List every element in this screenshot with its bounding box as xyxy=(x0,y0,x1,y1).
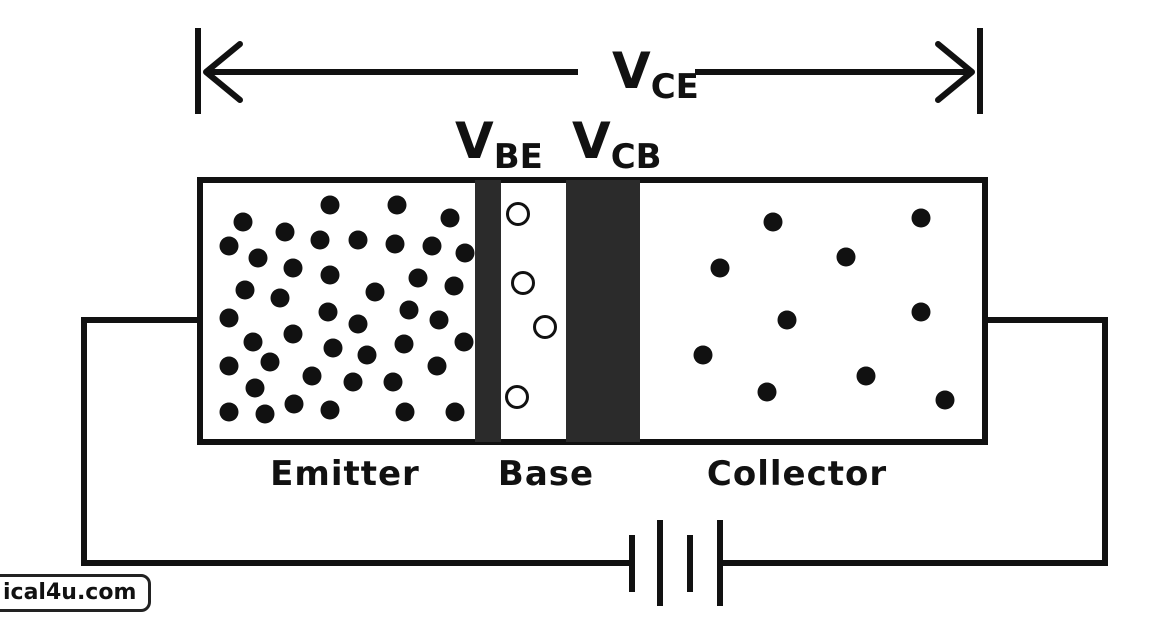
electron-dot xyxy=(357,345,377,365)
electron-dot xyxy=(383,372,403,392)
electron-dot xyxy=(365,282,385,302)
electron-dot xyxy=(444,276,464,296)
collector-label: Collector xyxy=(707,454,887,494)
electron-dot xyxy=(777,310,797,330)
electron-dot xyxy=(911,302,931,322)
vce-label: VCE xyxy=(612,42,699,107)
electron-dot xyxy=(219,308,239,328)
watermark-logo: ical4u.com xyxy=(0,574,152,612)
electron-dot xyxy=(422,236,442,256)
electron-dot xyxy=(310,230,330,250)
electron-dot xyxy=(440,208,460,228)
electron-dot xyxy=(255,404,275,424)
hole-dot xyxy=(533,315,557,339)
vbe-label: VBE xyxy=(455,112,543,177)
electron-dot xyxy=(323,338,343,358)
electron-dot xyxy=(911,208,931,228)
electron-dot xyxy=(320,265,340,285)
right-wire xyxy=(720,317,1108,566)
electron-dot xyxy=(219,402,239,422)
electron-dot xyxy=(757,382,777,402)
electron-dot xyxy=(318,302,338,322)
emitter-electrons xyxy=(219,195,475,424)
electron-dot xyxy=(243,332,263,352)
base-label: Base xyxy=(498,454,594,494)
electron-dot xyxy=(399,300,419,320)
electron-dot xyxy=(387,195,407,215)
left-wire xyxy=(81,317,632,566)
vce-dimension: VCE xyxy=(195,28,983,114)
electron-dot xyxy=(235,280,255,300)
electron-dot xyxy=(233,212,253,232)
battery xyxy=(629,520,723,606)
electron-dot xyxy=(394,334,414,354)
electron-dot xyxy=(427,356,447,376)
electron-dot xyxy=(395,402,415,422)
electron-dot xyxy=(693,345,713,365)
electron-dot xyxy=(385,234,405,254)
electron-dot xyxy=(320,195,340,215)
circuit-wire xyxy=(81,317,1108,566)
electron-dot xyxy=(320,400,340,420)
electron-dot xyxy=(348,314,368,334)
electron-dot xyxy=(248,248,268,268)
electron-dot xyxy=(284,394,304,414)
electron-dot xyxy=(343,372,363,392)
electron-dot xyxy=(260,352,280,372)
electron-dot xyxy=(348,230,368,250)
vcb-label: VCB xyxy=(572,112,662,177)
collector-base-junction xyxy=(566,180,640,442)
electron-dot xyxy=(283,324,303,344)
collector-electrons xyxy=(693,208,955,410)
electron-dot xyxy=(445,402,465,422)
electron-dot xyxy=(408,268,428,288)
electron-dot xyxy=(455,243,475,263)
electron-dot xyxy=(302,366,322,386)
electron-dot xyxy=(454,332,474,352)
electron-dot xyxy=(935,390,955,410)
emitter-label: Emitter xyxy=(270,454,420,494)
electron-dot xyxy=(429,310,449,330)
transistor-body xyxy=(197,177,988,445)
electron-dot xyxy=(836,247,856,267)
electron-dot xyxy=(219,356,239,376)
base-emitter-junction xyxy=(475,180,501,442)
electron-dot xyxy=(283,258,303,278)
electron-dot xyxy=(245,378,265,398)
electron-dot xyxy=(219,236,239,256)
electron-dot xyxy=(763,212,783,232)
electron-dot xyxy=(856,366,876,386)
electron-dot xyxy=(275,222,295,242)
base-holes xyxy=(505,202,557,409)
electron-dot xyxy=(270,288,290,308)
vce-arrow-left-head xyxy=(203,41,243,103)
hole-dot xyxy=(506,202,530,226)
hole-dot xyxy=(505,385,529,409)
vce-arrow-right-head xyxy=(935,41,975,103)
hole-dot xyxy=(511,271,535,295)
electron-dot xyxy=(710,258,730,278)
